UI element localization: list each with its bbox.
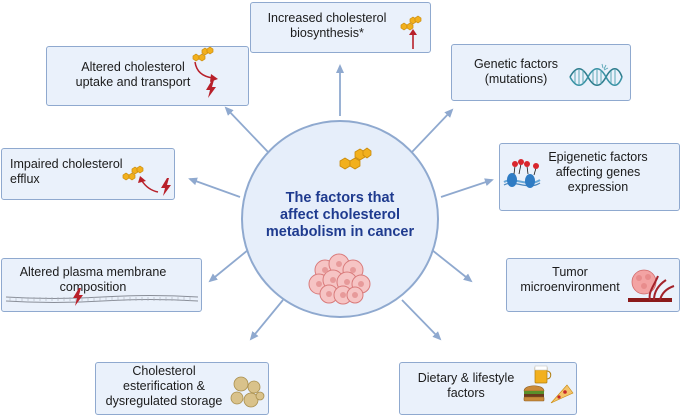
factor-label-membrane: Altered plasma membrane composition xyxy=(19,265,167,294)
arrow-to-uptake xyxy=(224,106,269,153)
center-title: The factors that affect cholesterol meta… xyxy=(265,190,415,240)
factor-label-genetic: Genetic factors (mutations) xyxy=(473,57,559,86)
lipid-droplets-icon xyxy=(230,376,265,408)
arrow-to-membrane xyxy=(208,249,249,283)
factor-box-efflux xyxy=(1,148,175,200)
lightning-bolt-icon xyxy=(73,288,83,306)
factor-label-uptake: Altered cholesterol uptake and transport xyxy=(75,60,191,89)
lightning-bolt-icon xyxy=(206,80,216,98)
curved-red-arrow-icon xyxy=(138,176,159,193)
tumor-vessel-icon xyxy=(628,269,675,302)
cholesterol-molecule-icon xyxy=(339,147,372,170)
arrow-to-efflux xyxy=(188,177,241,198)
lightning-bolt-icon xyxy=(161,178,171,196)
cholesterol-molecule-icon xyxy=(122,165,144,181)
dna-helix-icon xyxy=(569,63,623,87)
cholesterol-molecule-icon xyxy=(400,15,422,31)
cholesterol-molecule-icon xyxy=(192,46,214,62)
arrow-to-dietary xyxy=(401,299,442,341)
factor-label-efflux: Impaired cholesterol efflux xyxy=(10,157,123,186)
methylated-dna-icon xyxy=(503,159,541,188)
factor-box-membrane xyxy=(1,258,202,312)
factor-label-dietary: Dietary & lifestyle factors xyxy=(417,371,515,400)
arrow-to-storage xyxy=(249,299,284,341)
arrow-to-epigenetic xyxy=(440,178,494,198)
arrows xyxy=(188,64,494,341)
factor-label-storage: Cholesterol esterification & dysregulate… xyxy=(105,364,223,408)
arrow-to-genetic xyxy=(411,108,454,153)
lipid-membrane-icon xyxy=(5,295,199,303)
factor-box-uptake xyxy=(46,46,249,106)
factor-label-epigenetic: Epigenetic factors affecting genes expre… xyxy=(548,150,648,194)
factor-label-tumor: Tumor microenvironment xyxy=(520,265,620,294)
arrow-to-tumor xyxy=(431,249,473,283)
upward-red-arrow-icon xyxy=(409,29,417,49)
tumor-cells-icon xyxy=(308,253,371,305)
factor-label-biosynthesis: Increased cholesterol biosynthesis* xyxy=(267,11,387,40)
burger-pizza-beer-icon xyxy=(523,365,574,404)
